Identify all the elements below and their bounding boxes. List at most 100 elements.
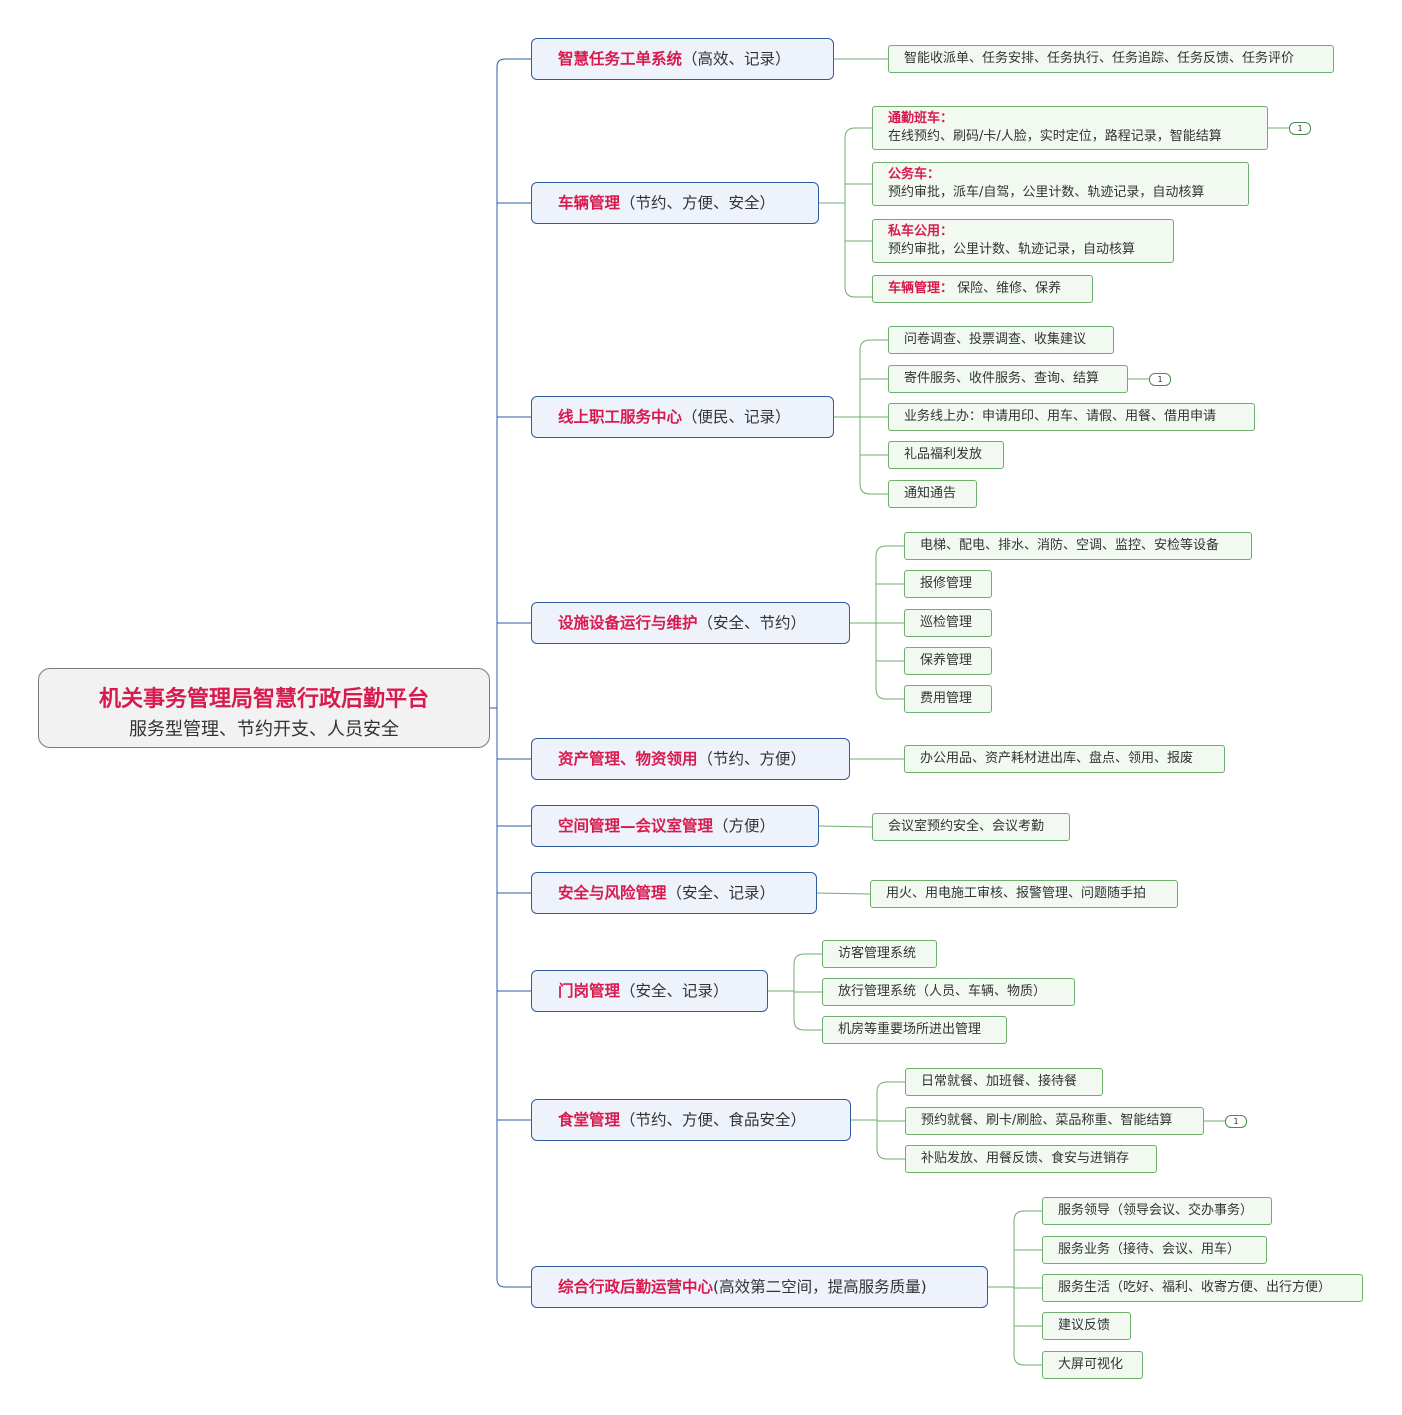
branch-topic[interactable]: 设施设备运行与维护（安全、节约） — [531, 602, 850, 644]
branch-topic[interactable]: 门岗管理（安全、记录） — [531, 970, 768, 1012]
branch-note: (高效第二空间，提高服务质量) — [713, 1278, 927, 1296]
leaf-topic[interactable]: 服务领导（领导会议、交办事务） — [1042, 1197, 1272, 1225]
leaf-topic[interactable]: 电梯、配电、排水、消防、空调、监控、安检等设备 — [904, 532, 1252, 560]
leaf-topic[interactable]: 机房等重要场所进出管理 — [822, 1016, 1007, 1044]
branch-title: 食堂管理 — [558, 1111, 621, 1129]
branch-title: 门岗管理 — [558, 982, 621, 1000]
branch-topic[interactable]: 车辆管理（节约、方便、安全） — [531, 182, 819, 224]
leaf-topic[interactable]: 服务业务（接待、会议、用车） — [1042, 1236, 1267, 1264]
branch-note: （安全、记录） — [666, 884, 776, 902]
leaf-text: 保险、维修、保养 — [953, 281, 1062, 296]
leaf-text: 会议室预约安全、会议考勤 — [888, 819, 1045, 834]
branch-topic[interactable]: 线上职工服务中心（便民、记录） — [531, 396, 834, 438]
leaf-topic[interactable]: 车辆管理： 保险、维修、保养 — [872, 275, 1093, 303]
leaf-label: 通勤班车： — [888, 111, 954, 126]
collapsed-count-badge[interactable]: 1 — [1289, 122, 1311, 135]
leaf-topic[interactable]: 预约就餐、刷卡/刷脸、菜品称重、智能结算 — [905, 1107, 1204, 1135]
leaf-topic[interactable]: 日常就餐、加班餐、接待餐 — [905, 1068, 1103, 1096]
leaf-text: 寄件服务、收件服务、查询、结算 — [904, 371, 1100, 386]
leaf-topic[interactable]: 办公用品、资产耗材进出库、盘点、领用、报废 — [904, 745, 1225, 773]
branch-note: （安全、节约） — [697, 614, 807, 632]
leaf-label: 公务车： — [888, 167, 941, 182]
branch-topic[interactable]: 安全与风险管理（安全、记录） — [531, 872, 817, 914]
branch-title: 空间管理—会议室管理 — [558, 817, 714, 835]
leaf-topic[interactable]: 礼品福利发放 — [888, 441, 1004, 469]
leaf-text: 预约审批，派车/自驾，公里计数、轨迹记录，自动核算 — [888, 185, 1205, 200]
leaf-text: 预约审批，公里计数、轨迹记录，自动核算 — [888, 242, 1136, 257]
leaf-text: 通知通告 — [904, 486, 957, 501]
root-title: 机关事务管理局智慧行政后勤平台 — [98, 687, 429, 712]
leaf-text: 服务领导（领导会议、交办事务） — [1058, 1203, 1254, 1218]
collapsed-count-badge[interactable]: 1 — [1225, 1115, 1247, 1128]
branch-topic[interactable]: 资产管理、物资领用（节约、方便） — [531, 738, 850, 780]
leaf-text: 费用管理 — [920, 691, 973, 706]
leaf-topic[interactable]: 会议室预约安全、会议考勤 — [872, 813, 1070, 841]
branch-title: 车辆管理 — [558, 194, 621, 212]
leaf-topic[interactable]: 问卷调查、投票调查、收集建议 — [888, 326, 1114, 354]
leaf-topic[interactable]: 寄件服务、收件服务、查询、结算 — [888, 365, 1128, 393]
leaf-text: 礼品福利发放 — [904, 447, 983, 462]
collapsed-count-badge[interactable]: 1 — [1149, 373, 1171, 386]
leaf-text: 服务业务（接待、会议、用车） — [1058, 1242, 1241, 1257]
branch-note: （节约、方便、食品安全） — [620, 1111, 807, 1129]
leaf-label: 车辆管理： — [888, 281, 954, 296]
leaf-text: 问卷调查、投票调查、收集建议 — [904, 332, 1087, 347]
leaf-text: 放行管理系统（人员、车辆、物质） — [838, 984, 1047, 999]
leaf-topic[interactable]: 报修管理 — [904, 570, 992, 598]
leaf-topic[interactable]: 巡检管理 — [904, 609, 992, 637]
leaf-connector — [818, 825, 873, 828]
leaf-text: 访客管理系统 — [838, 946, 917, 961]
branch-note: （节约、方便、安全） — [620, 194, 776, 212]
leaf-topic[interactable]: 业务线上办：申请用印、用车、请假、用餐、借用申请 — [888, 403, 1255, 431]
leaf-topic[interactable]: 建议反馈 — [1042, 1312, 1131, 1340]
branch-topic[interactable]: 食堂管理（节约、方便、食品安全） — [531, 1099, 851, 1141]
branch-title: 智慧任务工单系统 — [558, 50, 683, 68]
leaf-topic[interactable]: 补贴发放、用餐反馈、食安与进销存 — [905, 1145, 1157, 1173]
leaf-text: 预约就餐、刷卡/刷脸、菜品称重、智能结算 — [921, 1113, 1173, 1128]
leaf-connector — [816, 892, 871, 895]
leaf-topic[interactable]: 公务车： 预约审批，派车/自驾，公里计数、轨迹记录，自动核算 — [872, 162, 1249, 206]
root-subtitle: 服务型管理、节约开支、人员安全 — [129, 719, 399, 740]
leaf-text: 机房等重要场所进出管理 — [838, 1022, 982, 1037]
leaf-text: 服务生活（吃好、福利、收寄方便、出行方便） — [1058, 1280, 1332, 1295]
branch-title: 线上职工服务中心 — [558, 408, 683, 426]
leaf-topic[interactable]: 服务生活（吃好、福利、收寄方便、出行方便） — [1042, 1274, 1363, 1302]
branch-topic[interactable]: 空间管理—会议室管理（方便） — [531, 805, 819, 847]
branch-title: 安全与风险管理 — [558, 884, 667, 902]
branch-title: 综合行政后勤运营中心 — [558, 1278, 714, 1296]
leaf-text: 办公用品、资产耗材进出库、盘点、领用、报废 — [920, 751, 1194, 766]
leaf-topic[interactable]: 智能收派单、任务安排、任务执行、任务追踪、任务反馈、任务评价 — [888, 45, 1334, 73]
leaf-label: 私车公用： — [888, 224, 954, 239]
leaf-text: 在线预约、刷码/卡/人脸，实时定位，路程记录，智能结算 — [888, 129, 1222, 144]
trunk-connector — [496, 58, 506, 1288]
branch-note: （高效、记录） — [682, 50, 791, 68]
branch-note: （便民、记录） — [682, 408, 791, 426]
leaf-topic[interactable]: 放行管理系统（人员、车辆、物质） — [822, 978, 1075, 1006]
leaf-topic[interactable]: 费用管理 — [904, 685, 992, 713]
leaf-topic[interactable]: 通知通告 — [888, 480, 977, 508]
branch-note: （方便） — [713, 817, 776, 835]
leaf-topic[interactable]: 通勤班车： 在线预约、刷码/卡/人脸，实时定位，路程记录，智能结算 — [872, 106, 1268, 150]
branch-topic[interactable]: 综合行政后勤运营中心(高效第二空间，提高服务质量) — [531, 1266, 988, 1308]
leaf-text: 业务线上办：申请用印、用车、请假、用餐、借用申请 — [904, 409, 1217, 424]
leaf-topic[interactable]: 访客管理系统 — [822, 940, 937, 968]
leaf-bracket — [844, 127, 872, 298]
leaf-text: 巡检管理 — [920, 615, 973, 630]
branch-note: （安全、记录） — [620, 982, 729, 1000]
branch-title: 资产管理、物资领用 — [558, 750, 698, 768]
leaf-text: 电梯、配电、排水、消防、空调、监控、安检等设备 — [920, 538, 1220, 553]
branch-topic[interactable]: 智慧任务工单系统（高效、记录） — [531, 38, 834, 80]
leaf-text: 报修管理 — [920, 576, 973, 591]
root-topic[interactable]: 机关事务管理局智慧行政后勤平台 服务型管理、节约开支、人员安全 — [38, 668, 490, 748]
leaf-text: 日常就餐、加班餐、接待餐 — [921, 1074, 1078, 1089]
leaf-text: 用火、用电施工审核、报警管理、问题随手拍 — [886, 886, 1147, 901]
leaf-topic[interactable]: 私车公用： 预约审批，公里计数、轨迹记录，自动核算 — [872, 219, 1174, 263]
leaf-topic[interactable]: 用火、用电施工审核、报警管理、问题随手拍 — [870, 880, 1178, 908]
leaf-topic[interactable]: 大屏可视化 — [1042, 1351, 1143, 1379]
leaf-text: 建议反馈 — [1058, 1318, 1111, 1333]
leaf-text: 大屏可视化 — [1058, 1357, 1124, 1372]
leaf-topic[interactable]: 保养管理 — [904, 647, 992, 675]
leaf-text: 智能收派单、任务安排、任务执行、任务追踪、任务反馈、任务评价 — [904, 51, 1295, 66]
leaf-text: 保养管理 — [920, 653, 973, 668]
